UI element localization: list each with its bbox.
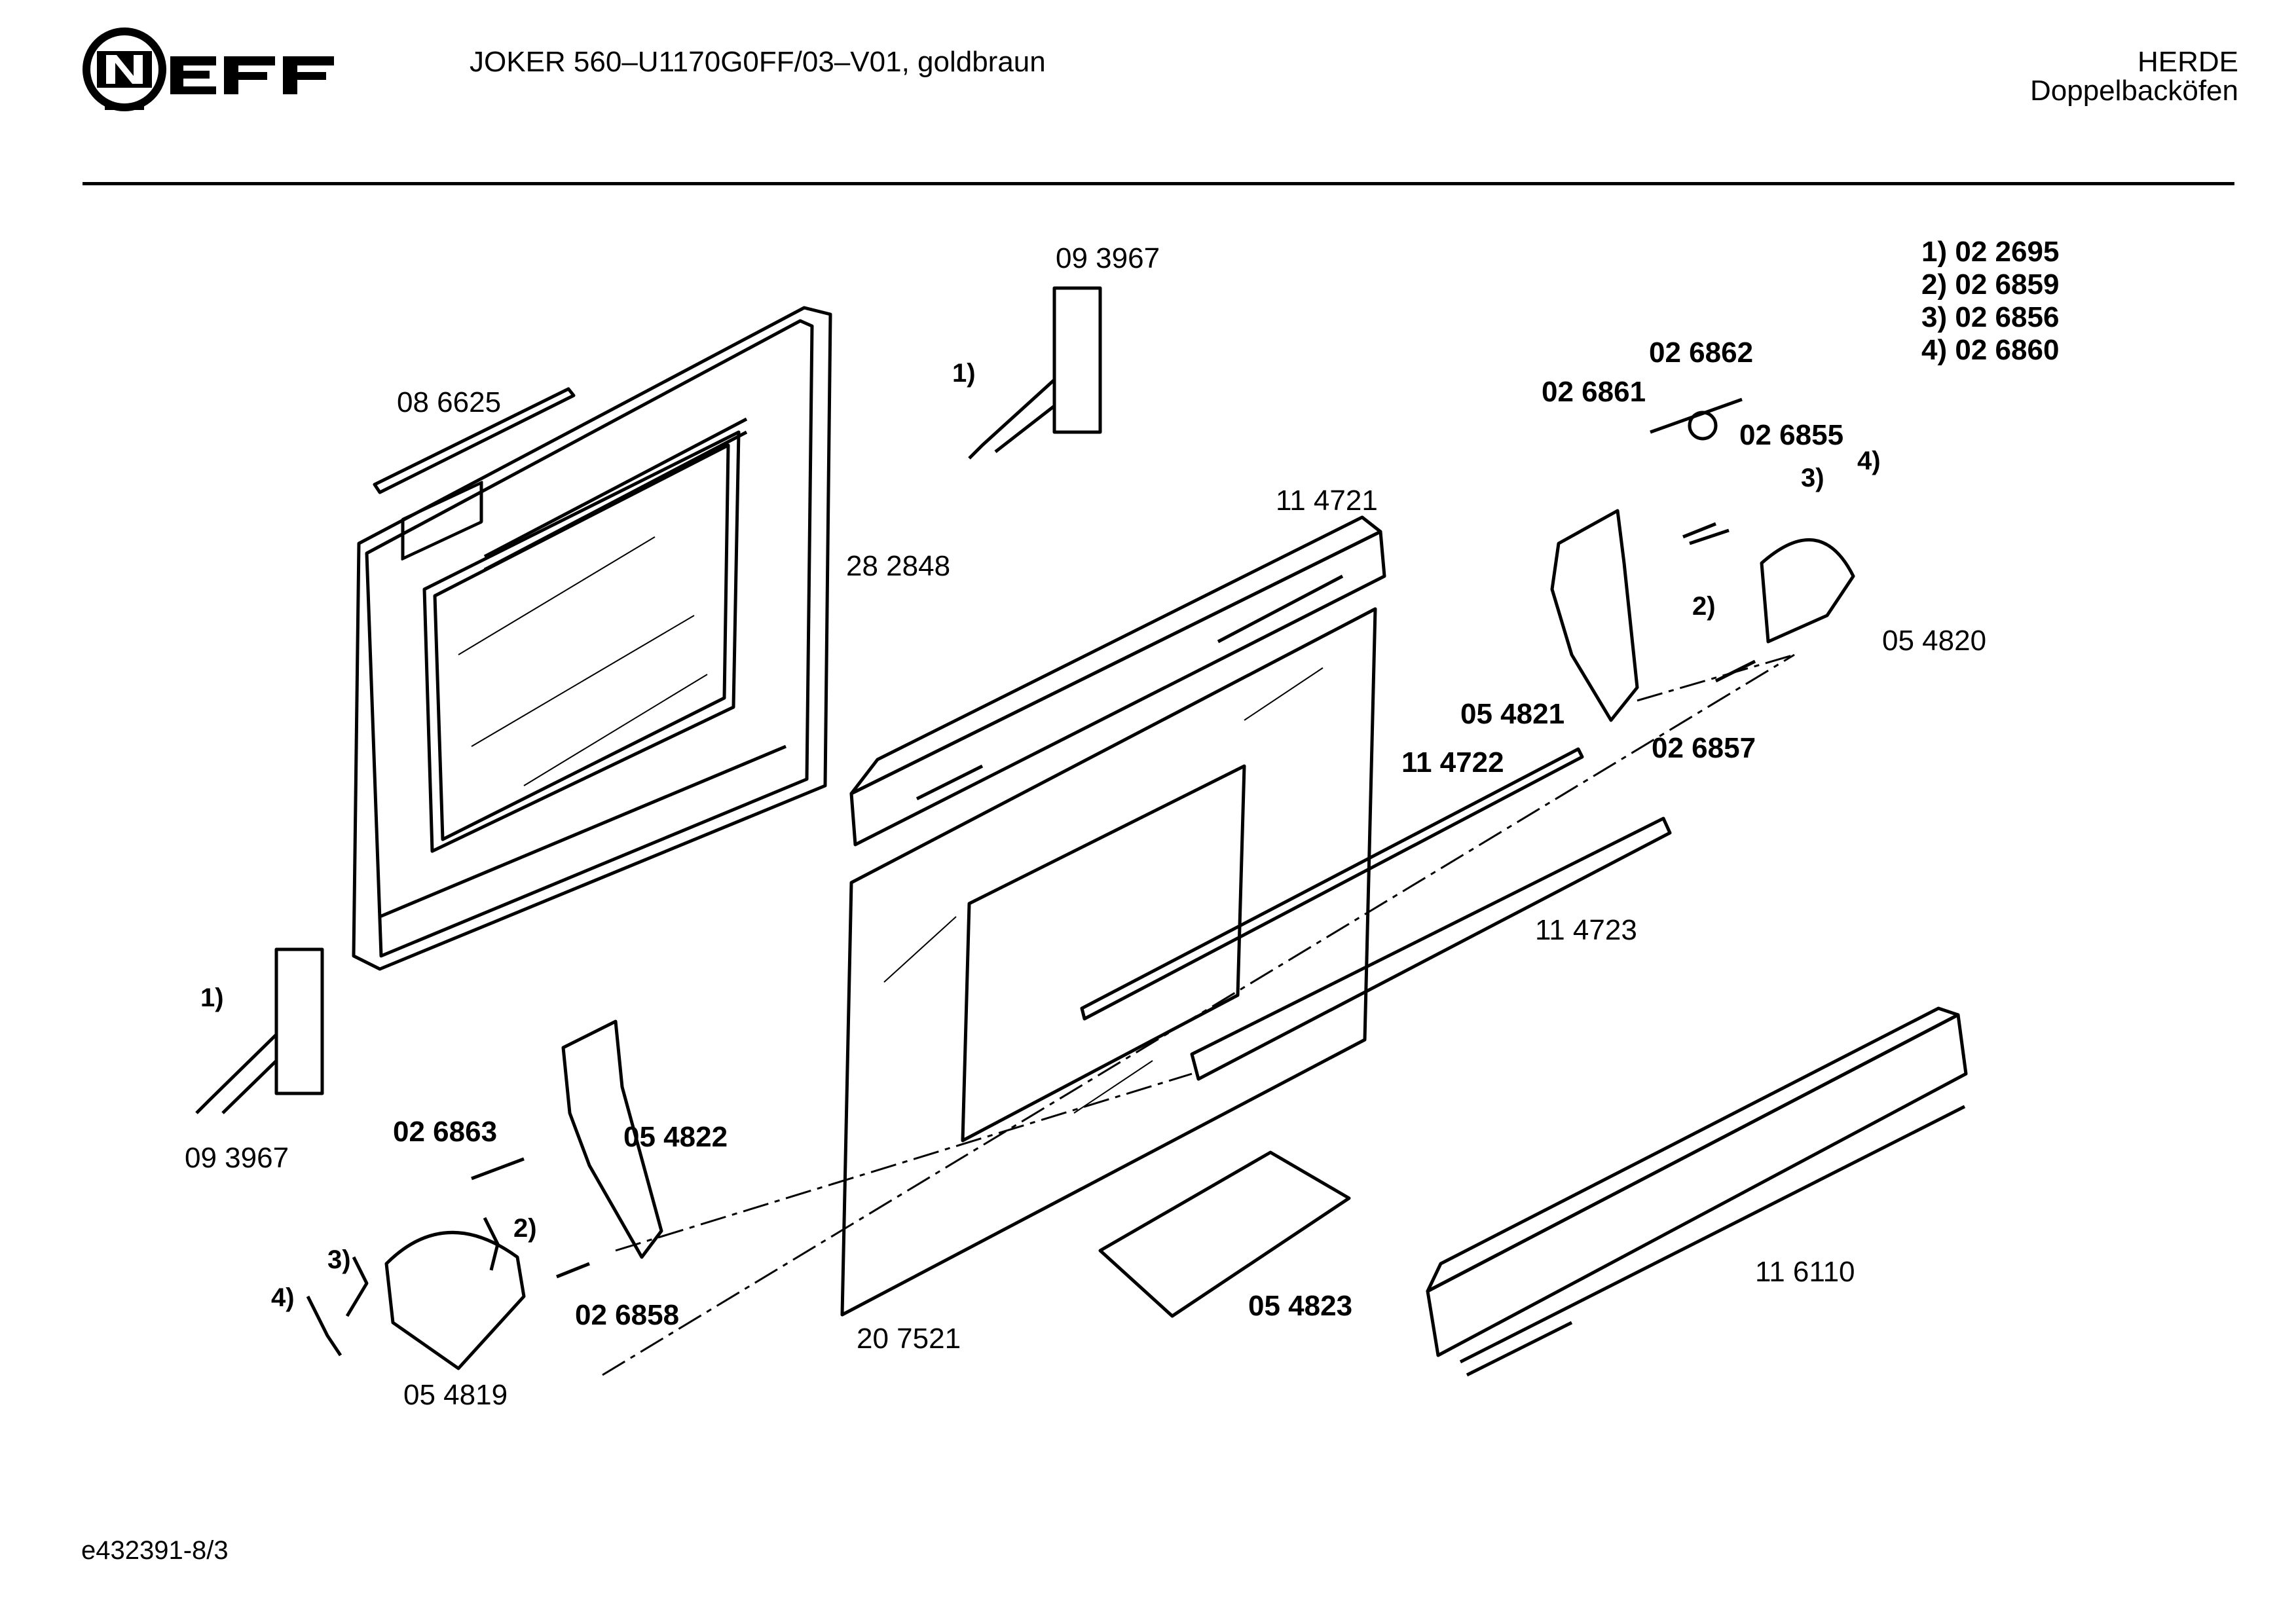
subcategory-label: Doppelbacköfen — [2029, 75, 2238, 107]
handle-bar — [1190, 816, 1672, 1081]
part-label: 28 2848 — [846, 550, 951, 582]
part-label: 11 4723 — [1535, 914, 1637, 946]
part-label: 11 6110 — [1755, 1256, 1855, 1288]
part-label: 02 6857 — [1652, 732, 1756, 764]
footnote-marker: 3) — [327, 1245, 351, 1274]
hinge-bracket-left — [306, 1019, 663, 1370]
part-label: 05 4823 — [1248, 1290, 1353, 1322]
category-label: HERDE — [2137, 46, 2238, 78]
inner-door-frame — [352, 306, 832, 971]
part-label: 05 4819 — [403, 1379, 508, 1411]
model-title: JOKER 560–U1170G0FF/03–V01, goldbraun — [470, 46, 1046, 78]
part-label: 05 4821 — [1460, 698, 1565, 730]
part-label: 02 6861 — [1542, 376, 1646, 408]
seal-strip — [373, 387, 576, 494]
top-trim — [849, 515, 1386, 847]
part-label: 05 4820 — [1882, 625, 1987, 657]
footnote-marker: 2) — [513, 1214, 537, 1243]
drawing-reference: e432391-8/3 — [81, 1536, 229, 1565]
hinge-left — [195, 947, 324, 1114]
header-divider — [83, 182, 2234, 185]
legend-item-2: 2) 02 6859 — [1921, 268, 2060, 301]
neff-logo — [79, 25, 354, 120]
footnote-marker: 1) — [200, 983, 224, 1012]
footnote-marker: 4) — [271, 1283, 295, 1312]
part-label: 09 3967 — [185, 1142, 289, 1174]
footnote-marker: 2) — [1692, 592, 1716, 621]
footnote-marker: 3) — [1801, 464, 1824, 492]
hinge-top — [968, 286, 1102, 460]
part-label: 02 6855 — [1739, 419, 1844, 451]
part-label: 20 7521 — [857, 1323, 961, 1355]
lower-trim — [1426, 1006, 1968, 1377]
legend-item-1: 1) 02 2695 — [1921, 236, 2060, 268]
part-label: 11 4722 — [1401, 746, 1504, 779]
part-label: 02 6863 — [393, 1116, 498, 1148]
part-label: 05 4822 — [623, 1121, 728, 1153]
footnote-marker: 4) — [1857, 447, 1881, 475]
part-label: 08 6625 — [397, 386, 502, 418]
rod — [1080, 747, 1584, 1021]
outer-glass — [840, 607, 1377, 1317]
legend-item-4: 4) 02 6860 — [1921, 334, 2060, 366]
part-label: 02 6862 — [1649, 337, 1754, 369]
part-label: 09 3967 — [1056, 242, 1160, 274]
part-label: 02 6858 — [575, 1299, 680, 1331]
part-label: 11 4721 — [1276, 485, 1378, 517]
legend-item-3: 3) 02 6856 — [1921, 301, 2060, 333]
small-bracket — [1098, 1150, 1351, 1318]
footnote-marker: 1) — [952, 359, 976, 388]
